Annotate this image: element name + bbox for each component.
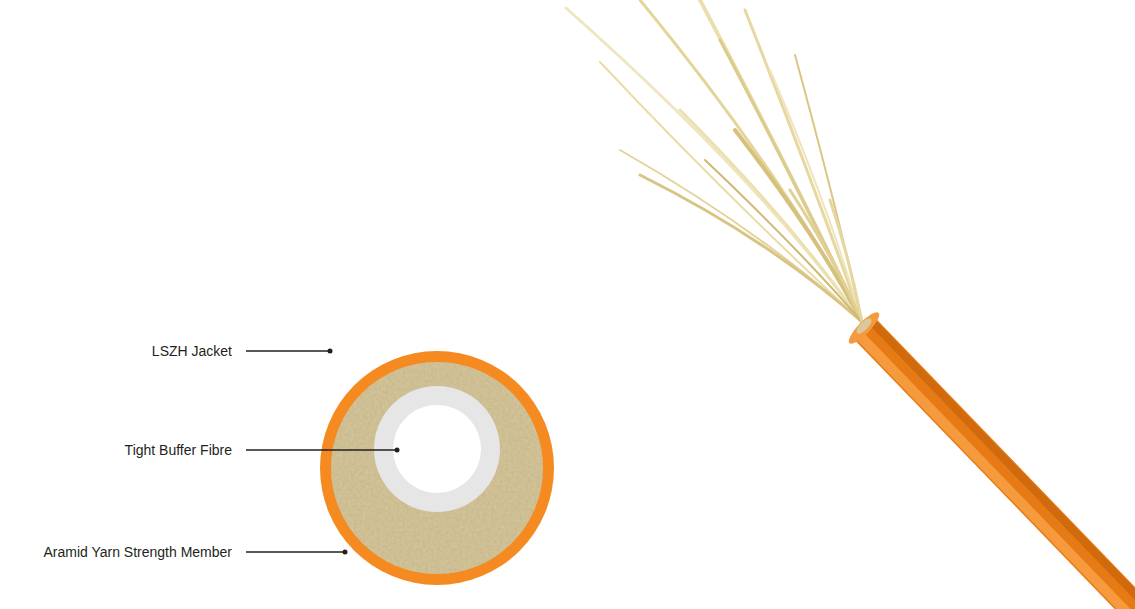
leader-lines xyxy=(246,349,400,555)
part-label: Tight Buffer Fibre xyxy=(125,441,232,459)
leader-line xyxy=(246,449,396,450)
jacket-body xyxy=(864,328,1135,609)
aramid-texture xyxy=(331,362,543,574)
fibre xyxy=(795,55,862,322)
fibre xyxy=(735,130,862,322)
fibre-core xyxy=(393,405,481,493)
fibre xyxy=(705,160,862,322)
buffer-ring xyxy=(374,386,500,512)
cable-jacket xyxy=(845,309,1135,609)
leader-line xyxy=(246,350,329,351)
fibre-bundle-end xyxy=(854,316,874,336)
jacket-highlight xyxy=(858,334,1135,609)
fibre xyxy=(640,175,862,322)
jacket-shade xyxy=(873,323,1135,609)
fibre xyxy=(600,62,862,322)
fibre xyxy=(620,150,862,322)
jacket-end xyxy=(845,309,883,348)
leader-dot xyxy=(343,550,348,555)
fibre xyxy=(830,200,862,322)
aramid-fibres xyxy=(566,0,862,322)
aramid-layer xyxy=(331,362,543,574)
part-label: LSZH Jacket xyxy=(152,342,232,360)
cross-section xyxy=(320,351,554,585)
jacket-ring xyxy=(320,351,554,585)
fibre xyxy=(680,110,862,322)
leader-dot xyxy=(395,448,400,453)
part-label: Aramid Yarn Strength Member xyxy=(43,543,232,561)
fibre xyxy=(700,0,862,322)
leader-line xyxy=(246,551,344,552)
fibre xyxy=(720,40,862,322)
fibre xyxy=(640,0,862,322)
fibre xyxy=(566,8,862,322)
leader-dot xyxy=(328,349,333,354)
